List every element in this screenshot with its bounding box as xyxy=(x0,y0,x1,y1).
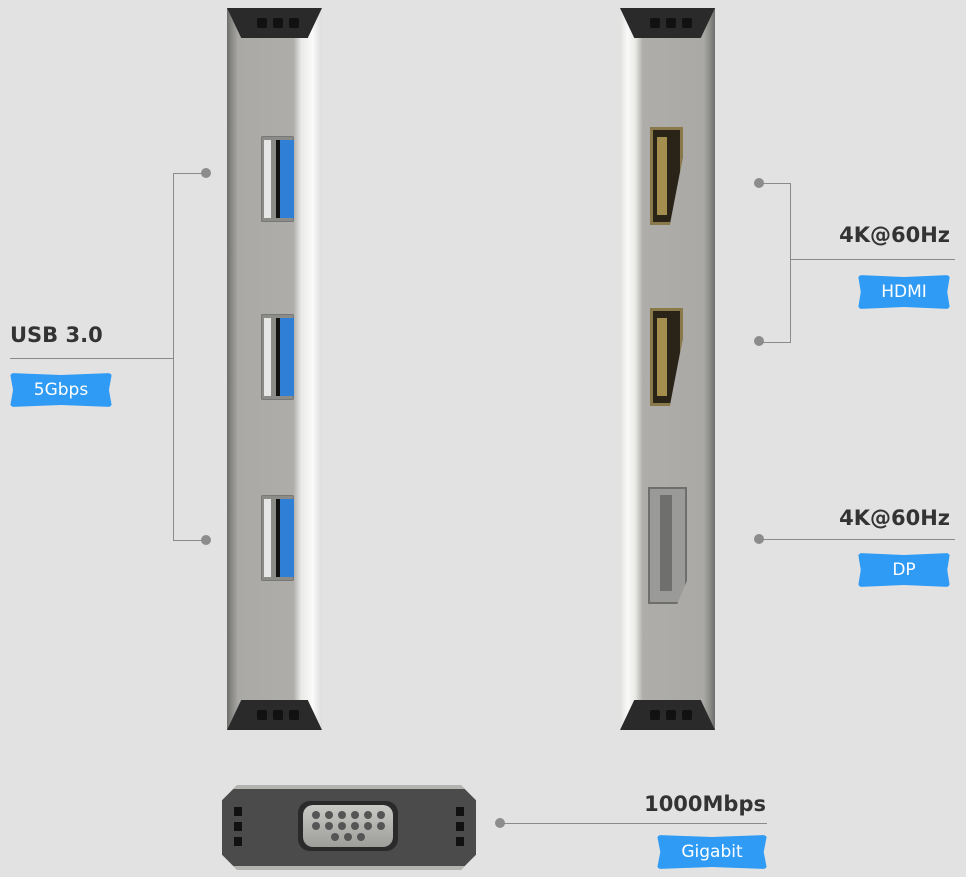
hdmi-bracket-line xyxy=(760,342,791,343)
ethernet-badge: Gigabit xyxy=(657,835,767,869)
hdmi-callout-dot xyxy=(754,336,764,346)
usb-bracket-line xyxy=(173,173,203,174)
dp-label-line xyxy=(760,539,955,540)
hdmi-badge: HDMI xyxy=(858,275,950,309)
usb-speed-badge: 5Gbps xyxy=(10,373,112,407)
hdmi-title: 4K@60Hz xyxy=(839,223,950,247)
hdmi-port xyxy=(650,127,683,225)
hub-end-cap xyxy=(227,8,322,38)
usb-callout-dot xyxy=(201,535,211,545)
usb-port xyxy=(261,314,294,400)
usb-title: USB 3.0 xyxy=(10,323,103,347)
dp-badge: DP xyxy=(858,553,950,587)
usb-bracket-line xyxy=(173,540,203,541)
usb-port xyxy=(261,136,294,222)
usb-callout-dot xyxy=(201,168,211,178)
usb-bracket-line xyxy=(173,173,174,541)
hdmi-bracket-line xyxy=(760,183,791,184)
usb-port xyxy=(261,495,294,581)
hdmi-label-line xyxy=(790,259,955,260)
hub-end-cap xyxy=(620,700,715,730)
usb-label-line xyxy=(10,358,174,359)
hub-end-cap xyxy=(620,8,715,38)
hub-end-view xyxy=(222,785,476,870)
dp-callout-dot xyxy=(754,534,764,544)
hdmi-bracket-line xyxy=(790,183,791,343)
displayport-port xyxy=(648,487,687,604)
ethernet-label-line xyxy=(500,823,767,824)
ethernet-title: 1000Mbps xyxy=(644,792,766,816)
vga-port xyxy=(298,801,398,851)
left-hub-side xyxy=(227,8,322,730)
hdmi-port xyxy=(650,308,683,406)
hub-end-cap xyxy=(227,700,322,730)
hdmi-callout-dot xyxy=(754,178,764,188)
right-hub-side xyxy=(620,8,715,730)
dp-title: 4K@60Hz xyxy=(839,506,950,530)
